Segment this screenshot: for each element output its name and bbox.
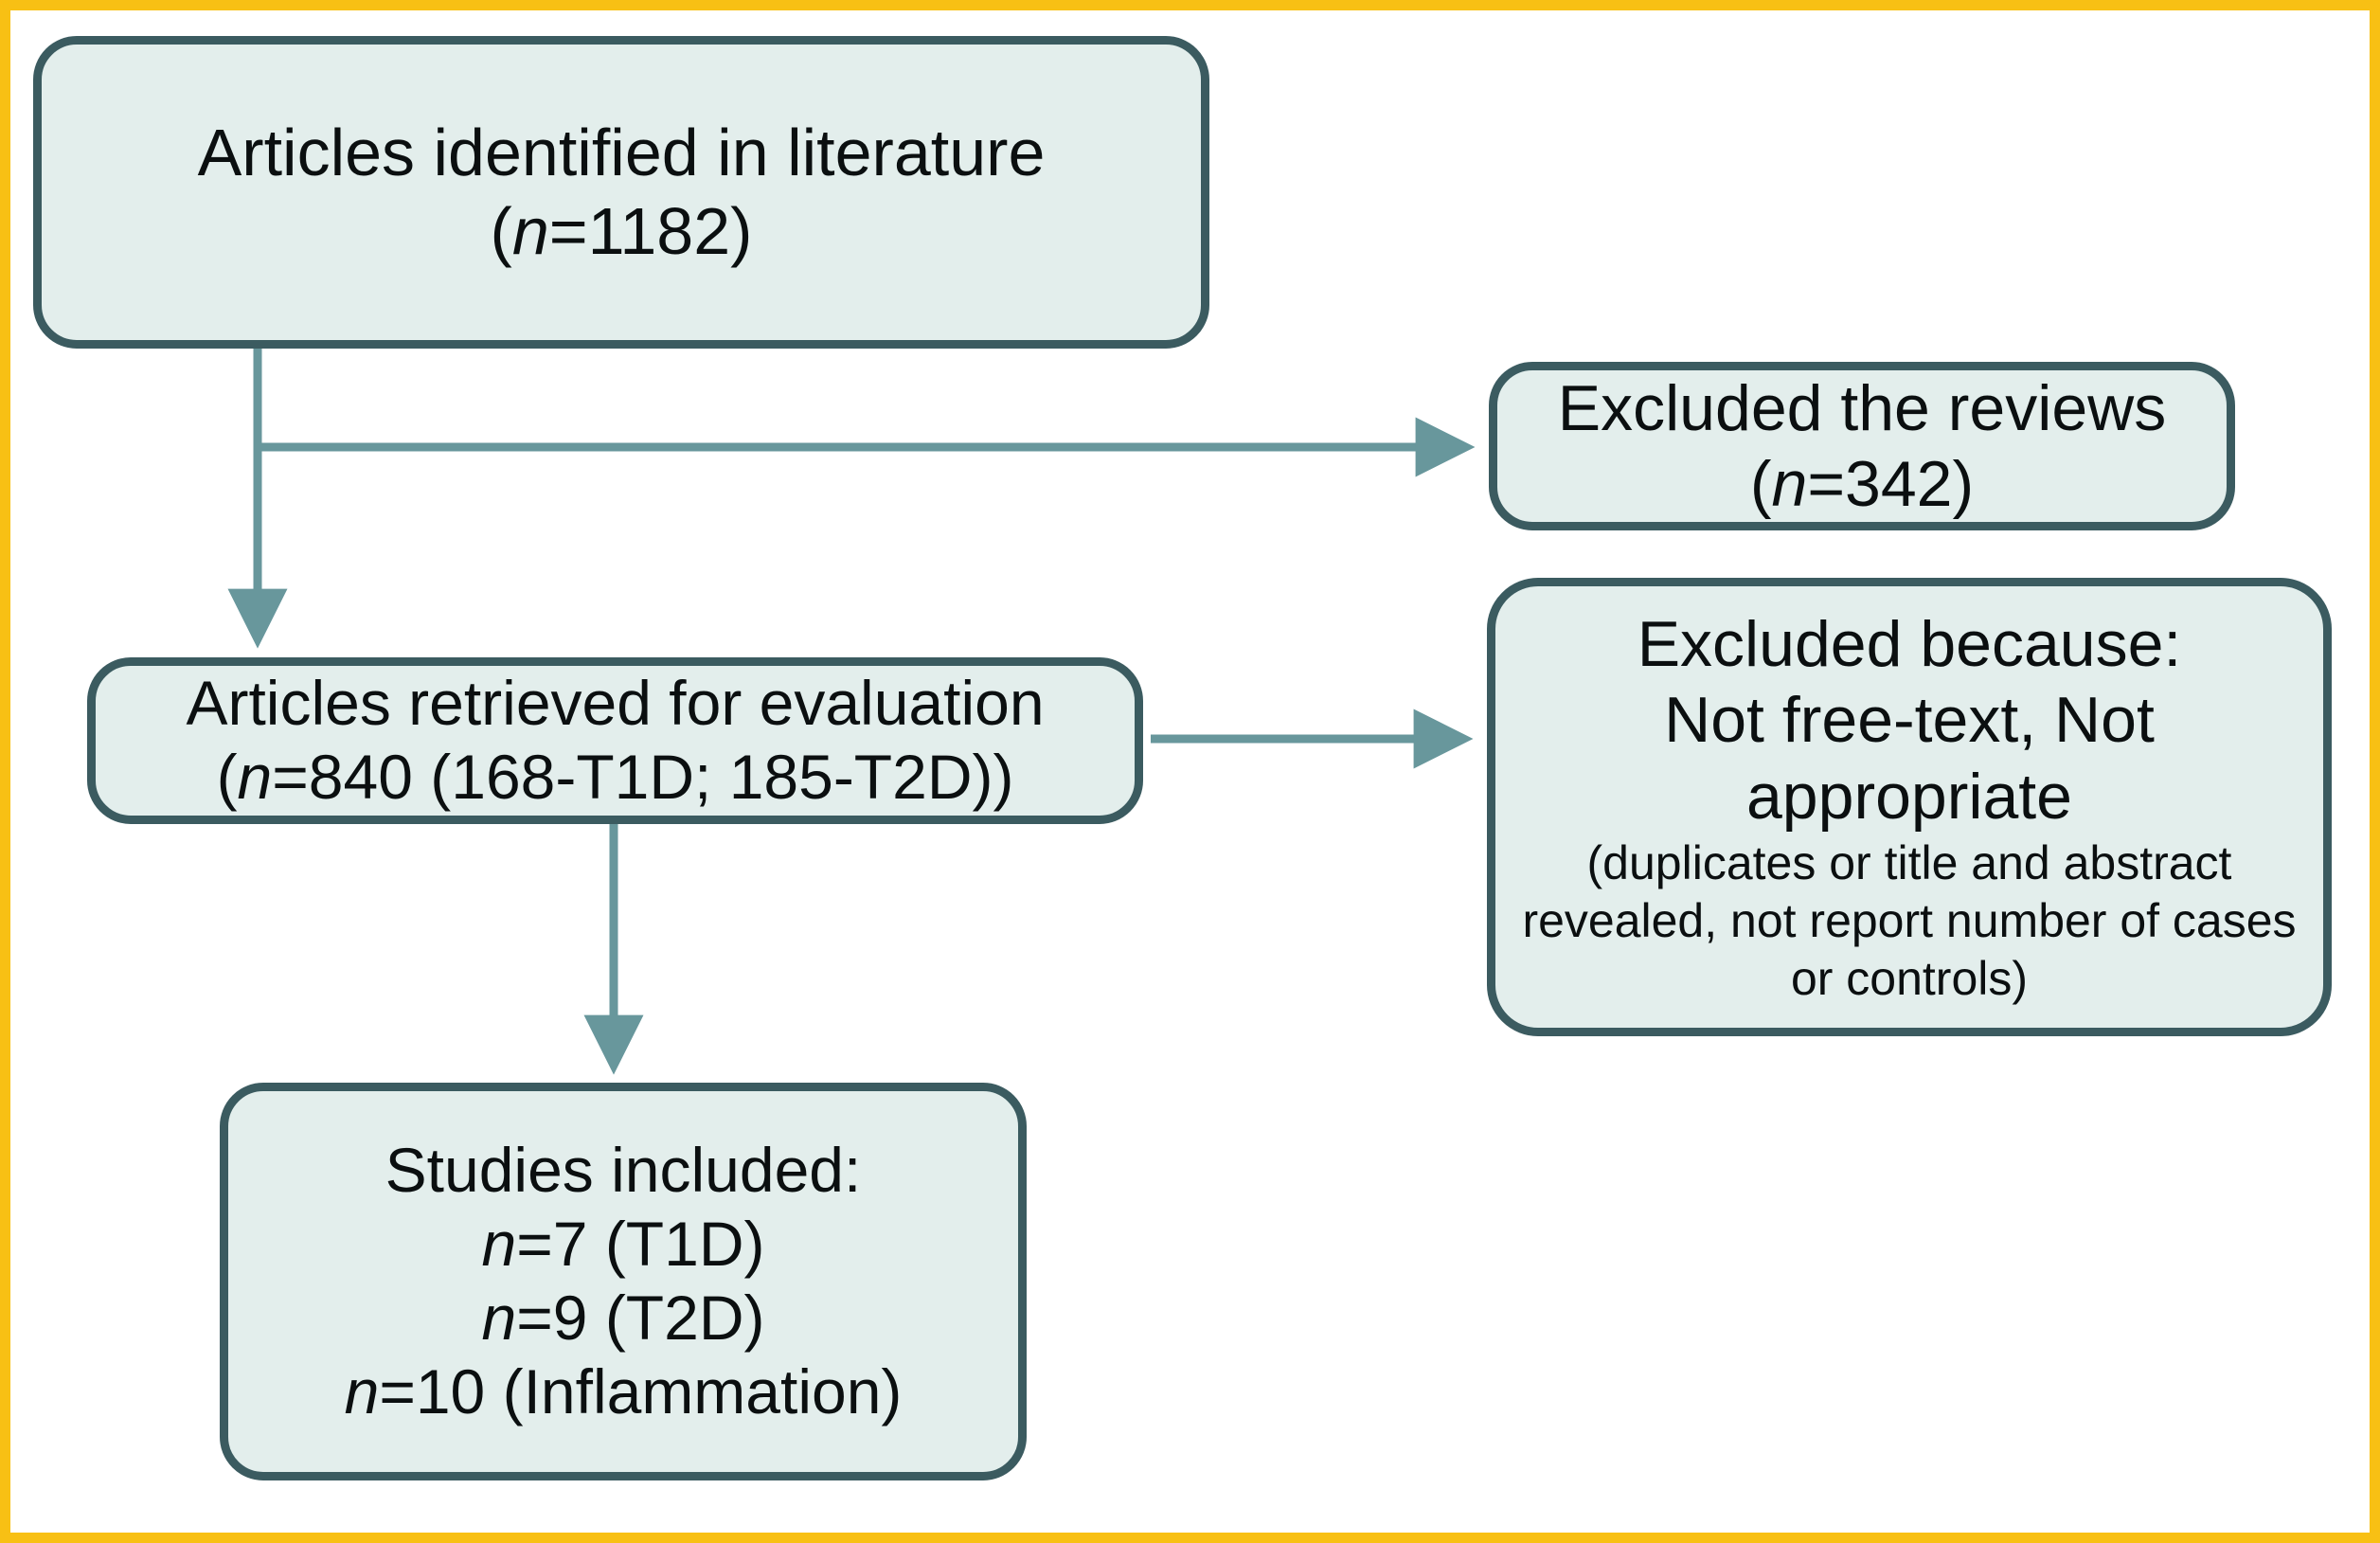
t1d-value: =7 (T1D): [516, 1209, 765, 1280]
node-studies-included: Studies included: n=7 (T1D) n=9 (T2D) n=…: [220, 1083, 1027, 1480]
node-articles-identified-line1: Articles identified in literature: [197, 116, 1046, 190]
node-excluded-because: Excluded because: Not free-text, Not app…: [1487, 578, 2332, 1036]
node-excluded-reviews: Excluded the reviews (n=342): [1489, 362, 2235, 530]
n-symbol: n: [481, 1209, 517, 1280]
node-excluded-because-detail: (duplicates or title and abstract reveal…: [1522, 835, 2297, 1005]
node-studies-included-t1d: n=7 (T1D): [482, 1208, 765, 1282]
node-excluded-reviews-line1: Excluded the reviews: [1557, 371, 2167, 444]
node-excluded-because-line2: Not free-text, Not: [1664, 684, 2155, 757]
node-articles-retrieved-count: (n=840 (168-T1D; 185-T2D)): [217, 741, 1014, 815]
inflammation-value: =10 (Inflammation): [379, 1355, 903, 1426]
node-studies-included-t2d: n=9 (T2D): [482, 1282, 765, 1355]
node-articles-retrieved-line1: Articles retrieved for evaluation: [186, 668, 1045, 739]
t2d-value: =9 (T2D): [516, 1283, 765, 1353]
n-symbol: n: [1771, 448, 1808, 520]
n-symbol: n: [511, 194, 549, 268]
n-symbol: n: [344, 1355, 380, 1426]
node-excluded-because-line1: Excluded because:: [1637, 608, 2182, 681]
n-symbol: n: [237, 742, 273, 812]
node-studies-included-line1: Studies included:: [385, 1135, 862, 1206]
n-symbol: n: [481, 1283, 517, 1353]
count-value: =342): [1807, 448, 1975, 520]
count-value: =1182): [548, 194, 753, 268]
node-articles-retrieved: Articles retrieved for evaluation (n=840…: [87, 657, 1143, 824]
paren-open: (: [1749, 448, 1772, 520]
node-studies-included-inflammation: n=10 (Inflammation): [345, 1355, 903, 1429]
node-excluded-because-line3: appropriate: [1745, 760, 2073, 833]
node-excluded-reviews-count: (n=342): [1750, 446, 1974, 522]
count-value: =840 (168-T1D; 185-T2D)): [272, 742, 1014, 812]
node-articles-identified-count: (n=1182): [491, 192, 753, 271]
node-articles-identified: Articles identified in literature (n=118…: [33, 36, 1209, 349]
paren-open: (: [216, 742, 238, 812]
paren-open: (: [490, 194, 512, 268]
